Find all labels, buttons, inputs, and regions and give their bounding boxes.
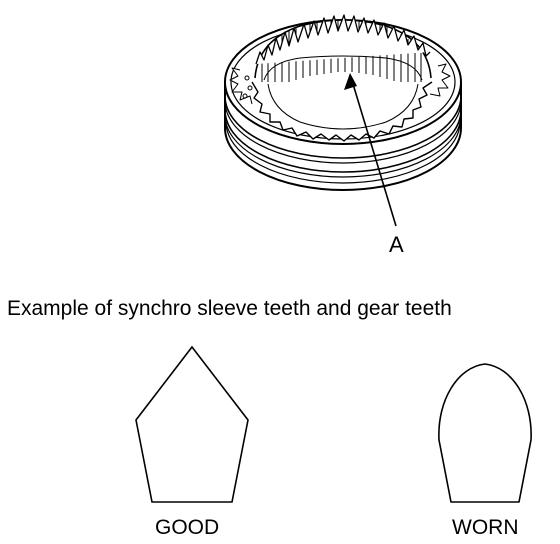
sleeve-bore-rim bbox=[263, 55, 423, 81]
sleeve-groove bbox=[225, 121, 461, 184]
synchro-sleeve-illustration bbox=[224, 14, 462, 191]
sleeve-dot bbox=[244, 75, 250, 81]
sleeve-bore-teeth-ring bbox=[251, 81, 433, 142]
sleeve-groove bbox=[224, 114, 462, 178]
figure-caption: Example of synchro sleeve teeth and gear… bbox=[7, 297, 452, 320]
sleeve-groove bbox=[224, 100, 462, 164]
sleeve-groove bbox=[224, 109, 462, 173]
sleeve-dot bbox=[242, 93, 248, 99]
sleeve-groove bbox=[224, 95, 462, 159]
good-label: GOOD bbox=[155, 516, 220, 539]
good-tooth-shape bbox=[135, 345, 249, 503]
worn-tooth-shape bbox=[438, 363, 532, 503]
sleeve-dot bbox=[247, 85, 253, 91]
callout-label-a: A bbox=[389, 232, 404, 257]
callout-leader bbox=[344, 73, 397, 227]
worn-label: WORN bbox=[452, 516, 519, 539]
leader-arrowhead bbox=[344, 73, 357, 90]
sleeve-spline-tips bbox=[255, 14, 431, 65]
leader-line bbox=[352, 83, 397, 227]
sleeve-outer-teeth bbox=[429, 63, 451, 97]
sleeve-bore-inner-edge bbox=[267, 83, 419, 130]
